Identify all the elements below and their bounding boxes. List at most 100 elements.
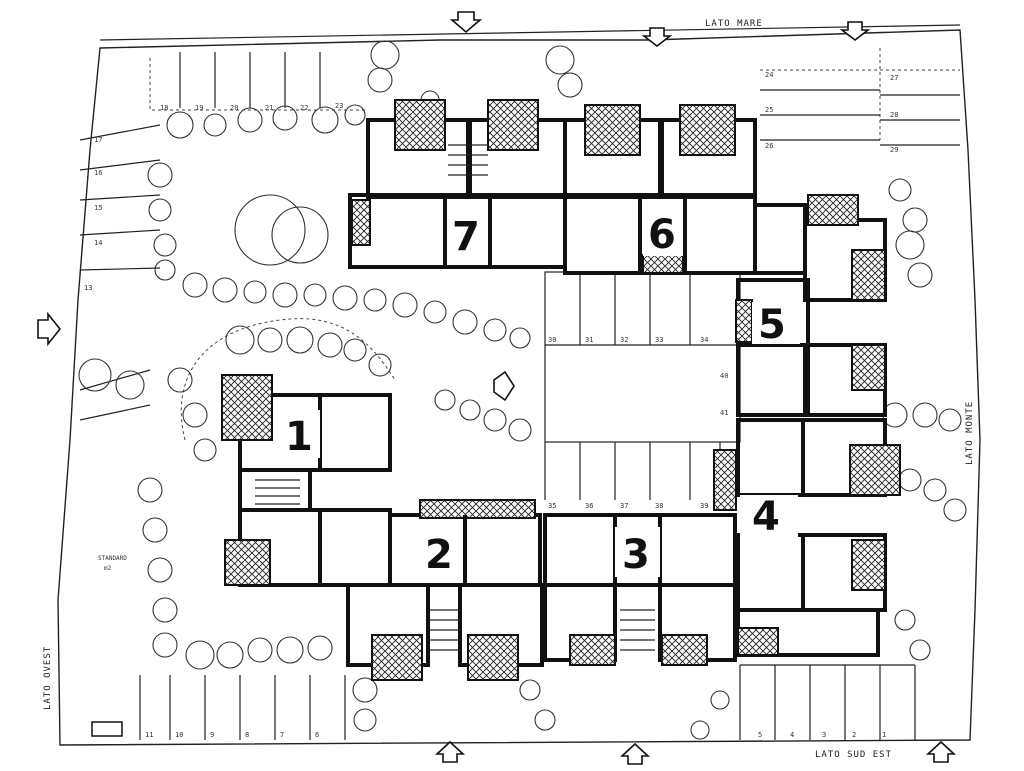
- plot-number-23: 23: [335, 102, 343, 110]
- building-label-3: 3: [622, 532, 650, 578]
- plot-number-20: 20: [230, 104, 238, 112]
- left-plot-lines: [79, 124, 161, 421]
- tree-icon: [557, 72, 583, 98]
- plot-number-30: 30: [548, 336, 556, 344]
- building-5: [735, 194, 887, 417]
- tree-icon: [286, 326, 314, 354]
- building-label-5: 5: [758, 302, 786, 348]
- tree-icon: [392, 292, 418, 318]
- tree-icon: [710, 690, 730, 710]
- tree-icon: [898, 468, 922, 492]
- building-2: [346, 499, 544, 681]
- plot-number-24: 24: [765, 71, 773, 79]
- side-label-north: LATO MARE: [705, 19, 763, 29]
- tree-icon: [272, 282, 298, 308]
- plot-number-19: 19: [195, 104, 203, 112]
- tree-icon: [247, 637, 273, 663]
- plot-number-11: 11: [145, 731, 153, 739]
- plot-number-39: 39: [700, 502, 708, 510]
- tree-icon: [311, 106, 339, 134]
- tree-icon: [545, 45, 575, 75]
- tree-icon: [237, 107, 263, 133]
- tree-icon: [483, 408, 507, 432]
- plot-number-27: 27: [890, 74, 898, 82]
- tree-icon: [534, 709, 556, 731]
- tree-icon: [452, 309, 478, 335]
- tree-icon: [352, 677, 378, 703]
- garden-note-1: STANDARD: [98, 555, 127, 562]
- plot-number-14: 14: [94, 239, 102, 247]
- tree-icon: [888, 178, 912, 202]
- plot-number-34: 34: [700, 336, 708, 344]
- side-label-south: LATO SUD EST: [815, 750, 892, 760]
- garden-note-2: m2: [104, 565, 112, 572]
- tree-icon: [923, 478, 947, 502]
- court-entrance-arrow-icon: [493, 370, 515, 402]
- top-plot-lines: [179, 52, 960, 146]
- plot-number-7: 7: [280, 731, 284, 739]
- tree-icon: [423, 300, 447, 324]
- central-court: [544, 271, 741, 500]
- bottom-parking: [139, 664, 916, 740]
- plot-number-36: 36: [585, 502, 593, 510]
- plot-number-31: 31: [585, 336, 593, 344]
- tree-icon: [276, 636, 304, 664]
- tree-icon: [152, 597, 178, 623]
- tree-icon: [225, 325, 255, 355]
- tree-icon: [902, 207, 928, 233]
- tree-icon: [243, 280, 267, 304]
- plot-number-41: 41: [720, 409, 728, 417]
- building-1: [221, 374, 392, 587]
- plot-number-22: 22: [300, 104, 308, 112]
- tree-icon: [367, 67, 393, 93]
- tree-icon: [938, 408, 962, 432]
- plot-number-16: 16: [94, 169, 102, 177]
- plot-number-4: 4: [790, 731, 794, 739]
- tree-icon: [368, 353, 392, 377]
- building-label-7: 7: [452, 214, 480, 260]
- plot-number-29: 29: [890, 146, 898, 154]
- tree-icon: [257, 327, 283, 353]
- tree-icon: [332, 285, 358, 311]
- tree-icon: [271, 206, 329, 264]
- tree-icon: [203, 113, 227, 137]
- tree-icon: [147, 557, 173, 583]
- plot-number-21: 21: [265, 104, 273, 112]
- tree-icon: [690, 720, 710, 740]
- tree-icon: [166, 111, 194, 139]
- plot-number-6: 6: [315, 731, 319, 739]
- plot-number-8: 8: [245, 731, 249, 739]
- building-label-2: 2: [425, 532, 453, 578]
- side-label-east: LATO MONTE: [965, 401, 975, 465]
- plot-number-13: 13: [84, 284, 92, 292]
- building-number-boxes: [275, 210, 800, 577]
- plot-number-33: 33: [655, 336, 663, 344]
- tree-icon: [895, 230, 925, 260]
- site-boundary: [57, 29, 981, 746]
- tree-icon: [193, 438, 217, 462]
- plot-number-17: 17: [94, 136, 102, 144]
- tree-icon: [303, 283, 327, 307]
- tree-icon: [154, 259, 176, 281]
- tree-icon: [912, 402, 938, 428]
- south-entrance-arrow-icon: [434, 740, 957, 765]
- side-label-west: LATO OVEST: [43, 646, 53, 710]
- tree-icon: [907, 262, 933, 288]
- tree-icon: [182, 272, 208, 298]
- tree-icon: [272, 105, 298, 131]
- tree-icon: [137, 477, 163, 503]
- plot-number-18: 18: [160, 104, 168, 112]
- plot-number-2: 2: [852, 731, 856, 739]
- tree-icon: [943, 498, 967, 522]
- plot-number-32: 32: [620, 336, 628, 344]
- tree-icon: [434, 389, 456, 411]
- plot-number-28: 28: [890, 111, 898, 119]
- tree-icon: [370, 40, 400, 70]
- tree-icon: [182, 402, 208, 428]
- building-6: [563, 104, 807, 275]
- tree-icon: [519, 679, 541, 701]
- tree-icon: [894, 609, 916, 631]
- tree-icon: [212, 277, 238, 303]
